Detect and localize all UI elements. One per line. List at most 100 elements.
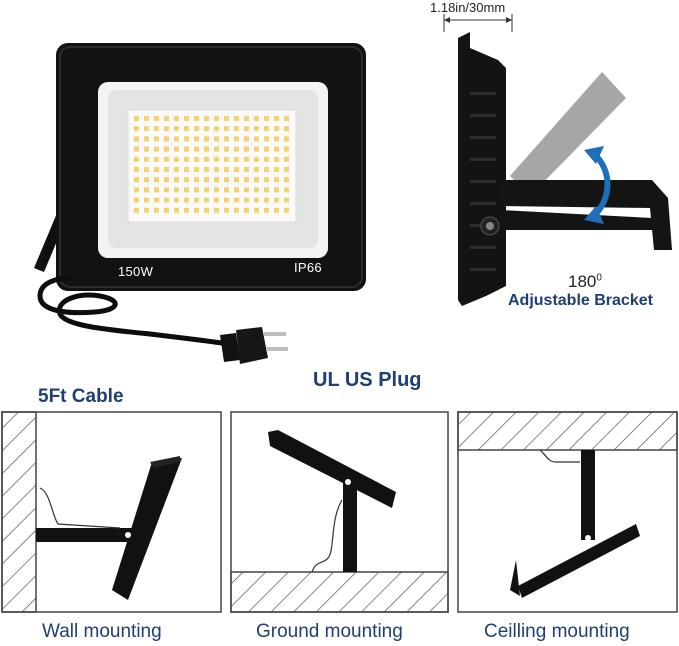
led-grid: [134, 116, 289, 213]
led-chip: [154, 167, 159, 172]
led-chip: [154, 126, 159, 132]
led-chip: [224, 146, 229, 152]
led-chip: [184, 187, 189, 193]
led-chip: [154, 136, 159, 142]
led-chip: [144, 197, 149, 203]
led-chip: [144, 136, 149, 142]
led-chip: [244, 116, 249, 121]
led-chip: [244, 136, 249, 142]
led-chip: [144, 156, 149, 162]
wall-mounting-label: Wall mounting: [42, 621, 162, 642]
led-chip: [264, 177, 269, 183]
ground-mounting-diagram: [230, 411, 449, 613]
led-chip: [154, 187, 159, 193]
led-chip: [254, 167, 259, 172]
led-chip: [244, 197, 249, 203]
led-chip: [274, 207, 279, 213]
ground-mounting-label: Ground mounting: [256, 621, 403, 642]
led-chip: [154, 146, 159, 152]
led-chip: [184, 167, 189, 172]
led-chip: [134, 146, 139, 152]
led-chip: [214, 146, 219, 152]
led-chip: [144, 146, 149, 152]
led-chip: [194, 126, 199, 132]
led-chip: [234, 187, 239, 193]
led-chip: [224, 136, 229, 142]
led-chip: [134, 197, 139, 203]
led-chip: [264, 207, 269, 213]
led-chip: [284, 126, 289, 132]
led-chip: [194, 116, 199, 121]
led-chip: [264, 146, 269, 152]
led-chip: [184, 197, 189, 203]
led-chip: [204, 136, 209, 142]
led-chip: [134, 136, 139, 142]
led-chip: [284, 116, 289, 121]
led-chip: [134, 187, 139, 193]
led-chip: [134, 207, 139, 213]
led-chip: [174, 197, 179, 203]
led-chip: [224, 197, 229, 203]
led-chip: [194, 197, 199, 203]
led-chip: [194, 146, 199, 152]
led-chip: [194, 177, 199, 183]
led-chip: [164, 197, 169, 203]
led-chip: [164, 136, 169, 142]
led-chip: [164, 177, 169, 183]
bracket-arm: [498, 180, 672, 250]
led-chip: [204, 197, 209, 203]
led-chip: [254, 187, 259, 193]
led-chip: [264, 167, 269, 172]
led-chip: [284, 156, 289, 162]
led-chip: [154, 207, 159, 213]
led-chip: [144, 126, 149, 132]
led-chip: [264, 136, 269, 142]
led-chip: [134, 116, 139, 121]
led-chip: [194, 136, 199, 142]
led-chip: [214, 207, 219, 213]
led-chip: [204, 116, 209, 121]
led-chip: [164, 146, 169, 152]
led-chip: [164, 156, 169, 162]
housing-side-profile: [458, 32, 506, 306]
led-chip: [284, 187, 289, 193]
led-chip: [214, 156, 219, 162]
led-chip: [174, 116, 179, 121]
led-chip: [244, 156, 249, 162]
led-chip: [144, 177, 149, 183]
led-chip: [274, 187, 279, 193]
led-chip: [234, 197, 239, 203]
led-chip: [244, 187, 249, 193]
led-chip: [254, 207, 259, 213]
led-chip: [204, 167, 209, 172]
led-chip: [214, 177, 219, 183]
led-chip: [214, 197, 219, 203]
led-chip: [274, 167, 279, 172]
led-chip: [214, 167, 219, 172]
led-chip: [244, 146, 249, 152]
led-chip: [174, 187, 179, 193]
led-chip: [254, 156, 259, 162]
led-chip: [224, 116, 229, 121]
led-chip: [234, 177, 239, 183]
angle-degree: 0: [596, 272, 602, 284]
led-chip: [274, 146, 279, 152]
led-chip: [184, 207, 189, 213]
led-chip: [174, 136, 179, 142]
led-chip: [184, 136, 189, 142]
led-chip: [274, 116, 279, 121]
ceiling-mounting-label: Ceilling mounting: [484, 621, 630, 642]
led-chip: [264, 197, 269, 203]
angle-value: 1800: [568, 272, 602, 292]
led-chip: [244, 207, 249, 213]
led-chip: [144, 207, 149, 213]
led-chip: [184, 116, 189, 121]
wall-mounting-diagram: [1, 411, 222, 613]
led-chip: [234, 126, 239, 132]
led-chip: [284, 207, 289, 213]
cable-length-label: 5Ft Cable: [38, 386, 124, 407]
